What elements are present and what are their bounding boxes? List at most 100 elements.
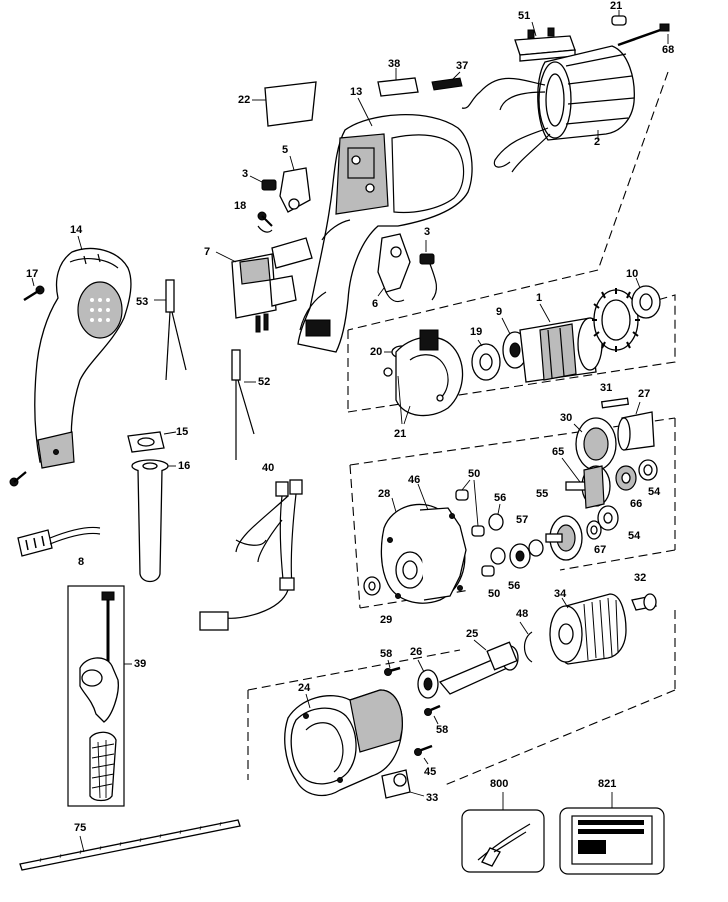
callout-48: 48 [516, 608, 529, 620]
part-3-brush-right [419, 240, 438, 301]
part-67-washer [586, 520, 602, 540]
part-18-screw [257, 211, 273, 233]
part-5-bracket [279, 155, 311, 213]
callout-29: 29 [380, 614, 393, 626]
callout-58-top: 58 [380, 648, 393, 660]
part-34-chuck [549, 593, 627, 665]
callout-8: 8 [78, 556, 85, 568]
callout-40: 40 [262, 462, 275, 474]
callout-50-bottom: 50 [488, 588, 501, 600]
callout-21-mid: 21 [394, 428, 407, 440]
part-27-bearing [617, 401, 655, 451]
callout-52: 52 [258, 376, 271, 388]
part-68-screw [617, 23, 670, 47]
callout-6: 6 [372, 298, 379, 310]
callout-56-bottom: 56 [508, 580, 521, 592]
part-48-ring [519, 621, 533, 663]
callout-55: 55 [536, 488, 549, 500]
part-16-tube [131, 459, 176, 583]
part-50-pins [455, 479, 495, 577]
part-19-bearing [471, 339, 501, 381]
part-54-bearing-b [597, 505, 619, 531]
part-8-cord [17, 526, 101, 557]
callout-1: 1 [536, 292, 543, 304]
part-31-pin [600, 397, 630, 409]
part-15-clamp [127, 431, 177, 453]
part-29-washer [363, 576, 381, 596]
part-24-gearhousing [284, 689, 403, 797]
callout-67: 67 [594, 544, 607, 556]
part-52-lead [231, 349, 256, 460]
callout-68: 68 [662, 44, 675, 56]
callout-57: 57 [516, 514, 529, 526]
callout-66: 66 [630, 498, 643, 510]
part-30-gear [573, 417, 617, 471]
part-38-label [377, 68, 419, 97]
callout-56-top: 56 [494, 492, 507, 504]
part-58-screws [384, 659, 441, 725]
callout-54-b: 54 [628, 530, 641, 542]
part-21-pin [611, 10, 627, 26]
part-1-armature [519, 288, 640, 383]
callout-39: 39 [134, 658, 147, 670]
callout-24: 24 [298, 682, 311, 694]
part-800-kit [461, 792, 545, 873]
part-25-spindle [438, 639, 519, 695]
part-26-bearing [417, 659, 439, 699]
part-17-screw [23, 277, 45, 302]
callout-19: 19 [470, 326, 483, 338]
callout-9: 9 [496, 306, 503, 318]
part-39-sidehandle [67, 585, 132, 807]
callout-21-top: 21 [610, 0, 623, 12]
callout-22: 22 [238, 94, 251, 106]
part-75-rod [19, 819, 241, 871]
part-7-switch [215, 237, 313, 333]
callout-17: 17 [26, 268, 39, 280]
part-54-bearing [638, 459, 658, 481]
part-66-gear [615, 465, 637, 491]
callout-45: 45 [424, 766, 437, 778]
part-56-washers [488, 503, 544, 565]
callout-31: 31 [600, 382, 613, 394]
callout-2: 2 [594, 136, 601, 148]
part-32-key [631, 593, 657, 611]
callout-28: 28 [378, 488, 391, 500]
part-2-field [461, 45, 635, 173]
callout-53: 53 [136, 296, 149, 308]
callout-30: 30 [560, 412, 573, 424]
part-40-harness [199, 479, 303, 631]
callout-10: 10 [626, 268, 639, 280]
callout-13: 13 [350, 86, 363, 98]
callout-37: 37 [456, 60, 469, 72]
part-13-housing [297, 97, 473, 353]
part-821-nameplate [559, 792, 665, 875]
part-22-label-sheet [252, 81, 317, 127]
callout-5: 5 [282, 144, 289, 156]
callout-54-a: 54 [648, 486, 661, 498]
part-57-gear [509, 543, 531, 569]
part-10-bearing [631, 277, 661, 319]
part-screw-bottom [9, 471, 27, 487]
callout-14: 14 [70, 224, 83, 236]
callout-15: 15 [176, 426, 189, 438]
part-45-screw [414, 744, 433, 765]
callout-3-top: 3 [242, 168, 249, 180]
part-37-clip [431, 71, 463, 91]
callout-65: 65 [552, 446, 565, 458]
callout-800: 800 [490, 778, 509, 790]
callout-25: 25 [466, 628, 479, 640]
callout-50-top: 50 [468, 468, 481, 480]
part-3-brush [249, 175, 277, 191]
callout-58-bottom: 58 [436, 724, 449, 736]
callout-51: 51 [518, 10, 531, 22]
callout-33: 33 [426, 792, 439, 804]
callout-7: 7 [204, 246, 211, 258]
callout-34: 34 [554, 588, 567, 600]
part-33-depthstop [381, 769, 425, 799]
part-21-baffle [383, 329, 464, 425]
callout-20: 20 [370, 346, 383, 358]
part-28-gearcase [380, 483, 467, 604]
callout-46: 46 [408, 474, 421, 486]
callout-821: 821 [598, 778, 617, 790]
